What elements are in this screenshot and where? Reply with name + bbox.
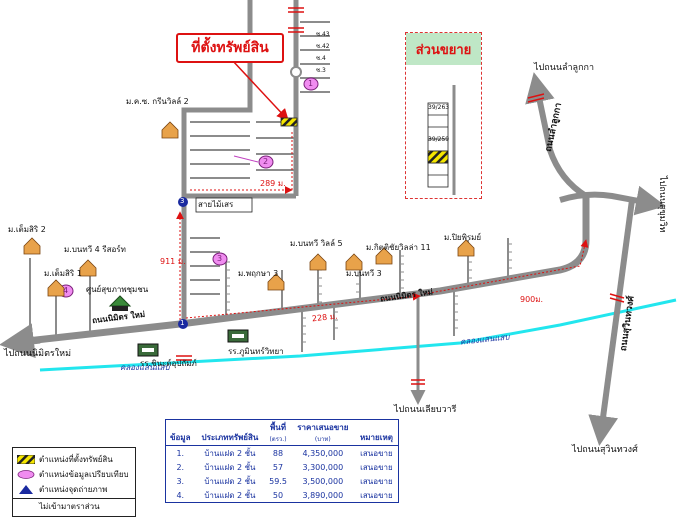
inset-zoom: ส่วนขยาย 39/263 39/259 [405, 32, 482, 199]
legend-item-photo: ตำแหน่งจุดถ่ายภาพ [17, 483, 107, 496]
side-street-2: ซ.42 [316, 43, 330, 50]
place-health-center: ศูนย์สุขภาพชุมชน [86, 285, 149, 294]
school-icons [137, 329, 249, 357]
place-bunthavi-4: ม.บนทวี 4 รีสอร์ท [64, 245, 126, 254]
inset-title: ส่วนขยาย [406, 33, 481, 65]
road-lamlukka [525, 72, 588, 199]
road-suwinthawong [588, 199, 635, 446]
photo-marker-1-label: 1 [180, 319, 185, 327]
tent-icon [108, 295, 132, 311]
legend-item-property: ตำแหน่งที่ตั้งทรัพย์สิน [17, 453, 113, 466]
label-khlong-1: คลองแสนแสบ [120, 363, 170, 372]
side-street-4: ซ.3 [316, 67, 326, 74]
table-header: หมายเหตุ [354, 419, 399, 446]
legend-scale-note: ไม่เข้ามาตราส่วน [39, 502, 100, 511]
hatch-swatch-icon [17, 455, 35, 464]
property-marker[interactable] [280, 117, 298, 127]
legend-item-comparison: ตำแหน่งข้อมูลเปรียบเทียบ [17, 468, 129, 481]
map-legend: ตำแหน่งที่ตั้งทรัพย์สิน ตำแหน่งข้อมูลเปร… [12, 447, 136, 517]
place-piyawan-pram: ม.ปิยพิรมย์ [444, 233, 482, 242]
place-school-1: รร.ชินะด์อุปถัมภ์ [140, 359, 197, 368]
blue-marker-icon [19, 485, 33, 494]
label-nimitmai: ไปถนนนิมิตรใหม่ [4, 349, 72, 359]
marker-3-label: 3 [217, 254, 223, 263]
marker-2-label: 2 [263, 157, 269, 166]
place-kittichai-villa-11: ม.กิตติชัยวิลล่า 11 [366, 243, 431, 252]
table-header: ข้อมูล [165, 419, 195, 446]
house-icons [23, 121, 475, 297]
place-bunthavi-villa-5: ม.บนทวี วิลล์ 5 [290, 239, 343, 248]
inset-svg [427, 85, 456, 195]
comparison-table: ข้อมูล ประเภททรัพย์สิน พื้นที่(ตรว.) ราค… [165, 419, 399, 503]
label-suwinthawong: ไปถนนสุวินทวงศ์ [572, 445, 638, 455]
label-liapwari: ไปถนนเลียบวารี [394, 405, 457, 415]
marker-4-label: 4 [63, 286, 69, 295]
place-green-ville-2: ม.ค.ซ. กรีนวิลล์ 2 [126, 97, 189, 106]
road-sukhumvit [559, 185, 666, 216]
table-header: พื้นที่(ตรว.) [265, 419, 291, 446]
distance-289: 289 ม. [260, 179, 286, 188]
inset-label-2: 39/259 [428, 136, 450, 143]
distance-900: 900ม. [520, 295, 544, 304]
place-pruksa-3: ม.พฤกษา 3 [238, 269, 279, 278]
pink-ellipse-icon [17, 470, 35, 479]
property-title: ที่ตั้งทรัพย์สิน [176, 33, 284, 63]
side-street-1: ซ.43 [316, 31, 330, 38]
place-temsiri-1: ม.เต็มสิริ 1 [44, 269, 82, 278]
label-lamlukka: ไปถนนลำลูกกา [534, 63, 595, 73]
comparison-markers [58, 77, 319, 298]
place-temsiri-2: ม.เต็มสิริ 2 [8, 225, 46, 234]
label-sukhumvit: ไปถนนสุขุมวิท [657, 176, 667, 233]
canal [39, 298, 677, 372]
table-header: ราคาเสนอขาย(บาท) [290, 419, 355, 446]
place-school-2: รร.ภูมินทร์วิทยา [228, 347, 284, 356]
inset-label-1: 39/263 [428, 104, 450, 111]
photo-marker-3-label: 3 [180, 197, 185, 205]
place-soi-mai-sen: สายไม้เสร [198, 200, 234, 209]
place-bunthavi-3: ม.บนทวี 3 [346, 269, 382, 278]
soi-upper [181, 0, 253, 196]
side-street-3: ซ.4 [316, 55, 326, 62]
photo-markers [178, 197, 188, 329]
distance-911: 911 ม. [160, 257, 186, 266]
table-header: ประเภททรัพย์สิน [194, 419, 266, 446]
marker-1-label: 1 [308, 79, 314, 88]
